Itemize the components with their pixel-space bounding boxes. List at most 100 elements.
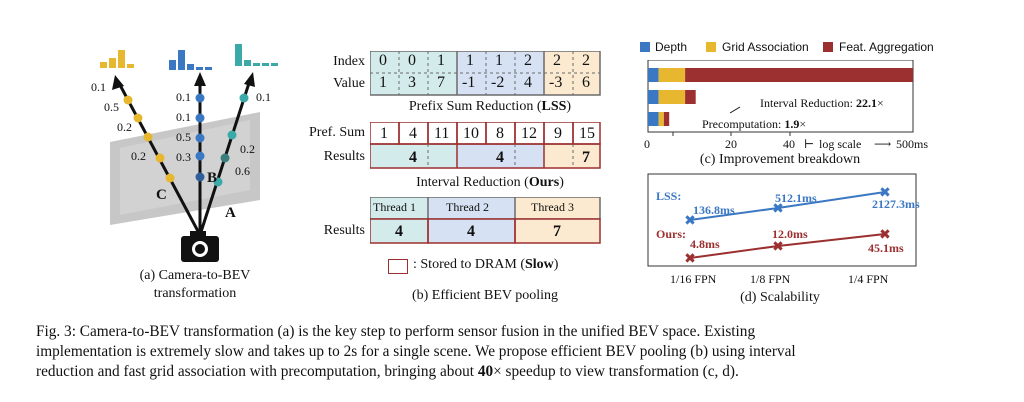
x-tick: 1/4 FPN [848, 272, 889, 286]
depth-histogram-left [100, 50, 134, 68]
depth-label: 0.6 [235, 164, 250, 178]
scalability-chart: ✖136.8ms✖512.1ms✖2127.3msLSS:✖4.8ms✖12.0… [647, 173, 920, 267]
depth-point-right [227, 130, 237, 140]
bar-grid [658, 68, 686, 82]
data-label: 512.1ms [775, 191, 817, 205]
data-label: 2127.3ms [872, 197, 920, 211]
depth-point-left [133, 113, 143, 123]
lss-title: Prefix Sum Reduction (LSS) [408, 99, 572, 114]
index-value-table [370, 51, 601, 96]
depth-point-middle [195, 93, 205, 103]
depth-label: 0.2 [131, 149, 146, 163]
data-label: 136.8ms [693, 203, 735, 217]
interval-table [370, 197, 601, 244]
annotation-interval: Interval Reduction: 22.1× [760, 96, 884, 110]
depth-point-left [165, 173, 175, 183]
depth-point-left [155, 153, 165, 163]
depth-point-left [123, 95, 133, 105]
bar-feat [685, 68, 913, 82]
value-label: Value [333, 76, 365, 91]
depth-point-middle [195, 113, 205, 123]
bar-depth [648, 90, 659, 104]
point-label-a: A [225, 205, 236, 221]
point-marker: ✖ [879, 227, 891, 243]
legend-swatch-feat [823, 42, 833, 52]
series-line [689, 191, 886, 221]
data-label: 12.0ms [772, 227, 808, 241]
depth-point-right [239, 93, 249, 103]
breakdown-bars [647, 60, 914, 136]
depth-label: 0.5 [104, 100, 119, 114]
point-marker: ✖ [879, 185, 891, 201]
bar-depth [648, 68, 659, 82]
pref-sum-label: Pref. Sum [309, 125, 365, 140]
depth-point-middle [195, 172, 205, 182]
depth-label: 0.1 [176, 110, 191, 124]
x-tick: 1/16 FPN [670, 272, 717, 286]
x-tick: 1/8 FPN [750, 272, 791, 286]
depth-label: 0.2 [240, 142, 255, 156]
caption-line-3: reduction and fast grid association with… [36, 363, 739, 380]
ours-title: Interval Reduction (Ours) [416, 175, 564, 190]
series-line [689, 233, 886, 259]
legend-swatch-grid [706, 42, 716, 52]
point-marker: ✖ [772, 201, 784, 217]
panel-b: Index Value 0 0 1 1 1 2 2 2 1 3 7 -1 -2 … [305, 45, 625, 315]
point-marker: ✖ [772, 239, 784, 255]
depth-label: 0.3 [176, 150, 191, 164]
annotation-precomp: Precomputation: 1.9× [702, 117, 807, 131]
depth-label: 0.2 [117, 120, 132, 134]
bar-feat [663, 112, 670, 126]
depth-label: 0.1 [176, 90, 191, 104]
bar-feat [685, 90, 696, 104]
legend-feat: Feat. Aggregation [839, 40, 934, 54]
point-marker: ✖ [684, 251, 696, 267]
data-label: 4.8ms [690, 237, 720, 251]
arrow-left-icon: ⊢ [804, 137, 815, 151]
dram-legend-label: : Stored to DRAM (Slow) [413, 257, 559, 272]
index-label: Index [333, 54, 365, 69]
depth-histogram-right [235, 44, 278, 66]
thread-1: Thread 1 [373, 200, 416, 214]
caption-line-2: implementation is extremely slow and tak… [36, 343, 796, 360]
depth-point-left [143, 132, 153, 142]
point-label-b: B [207, 170, 218, 186]
series-name: LSS: [656, 189, 681, 203]
results-label: Results [323, 149, 365, 164]
caption-line-1: Fig. 3: Camera-to-BEV transformation (a)… [36, 323, 756, 340]
depth-label: 0.5 [176, 130, 191, 144]
panel-c-caption: (c) Improvement breakdown [699, 152, 861, 167]
data-label: 45.1ms [868, 241, 904, 255]
depth-histogram-middle [169, 50, 212, 70]
thread-2: Thread 2 [446, 200, 489, 214]
panel-c: Depth Grid Association Feat. Aggregation… [640, 40, 940, 170]
series-name: Ours: [656, 227, 686, 241]
panel-d-caption: (d) Scalability [740, 290, 820, 305]
depth-point-right [220, 153, 230, 163]
arrow-right-icon: ⟶ [874, 137, 892, 151]
panel-a-caption: (a) Camera-to-BEV transformation [139, 268, 251, 301]
prefix-sum-table [370, 122, 601, 169]
legend-depth: Depth [655, 40, 688, 54]
bar-depth [648, 112, 659, 126]
legend-swatch-depth [640, 42, 650, 52]
panel-a: 0.1 0.5 0.2 0.2 0.1 0.1 0.5 0.3 0.1 0.2 … [60, 30, 300, 310]
bar-grid [658, 112, 664, 126]
depth-point-right [213, 177, 223, 187]
figure-caption: Fig. 3: Camera-to-BEV transformation (a)… [36, 322, 986, 382]
depth-label: 0.1 [91, 80, 106, 94]
camera-icon [181, 231, 219, 262]
camera-to-bev-diagram [100, 44, 278, 262]
thread-3: Thread 3 [531, 200, 574, 214]
dram-legend-swatch [388, 259, 408, 274]
depth-point-middle [195, 133, 205, 143]
point-label-c: C [156, 187, 167, 203]
legend-grid: Grid Association [722, 40, 809, 54]
depth-label: 0.1 [256, 90, 271, 104]
depth-point-middle [195, 151, 205, 161]
panel-b-caption: (b) Efficient BEV pooling [411, 288, 559, 303]
results2-label: Results [323, 223, 365, 238]
point-marker: ✖ [684, 213, 696, 229]
bar-grid [658, 90, 686, 104]
